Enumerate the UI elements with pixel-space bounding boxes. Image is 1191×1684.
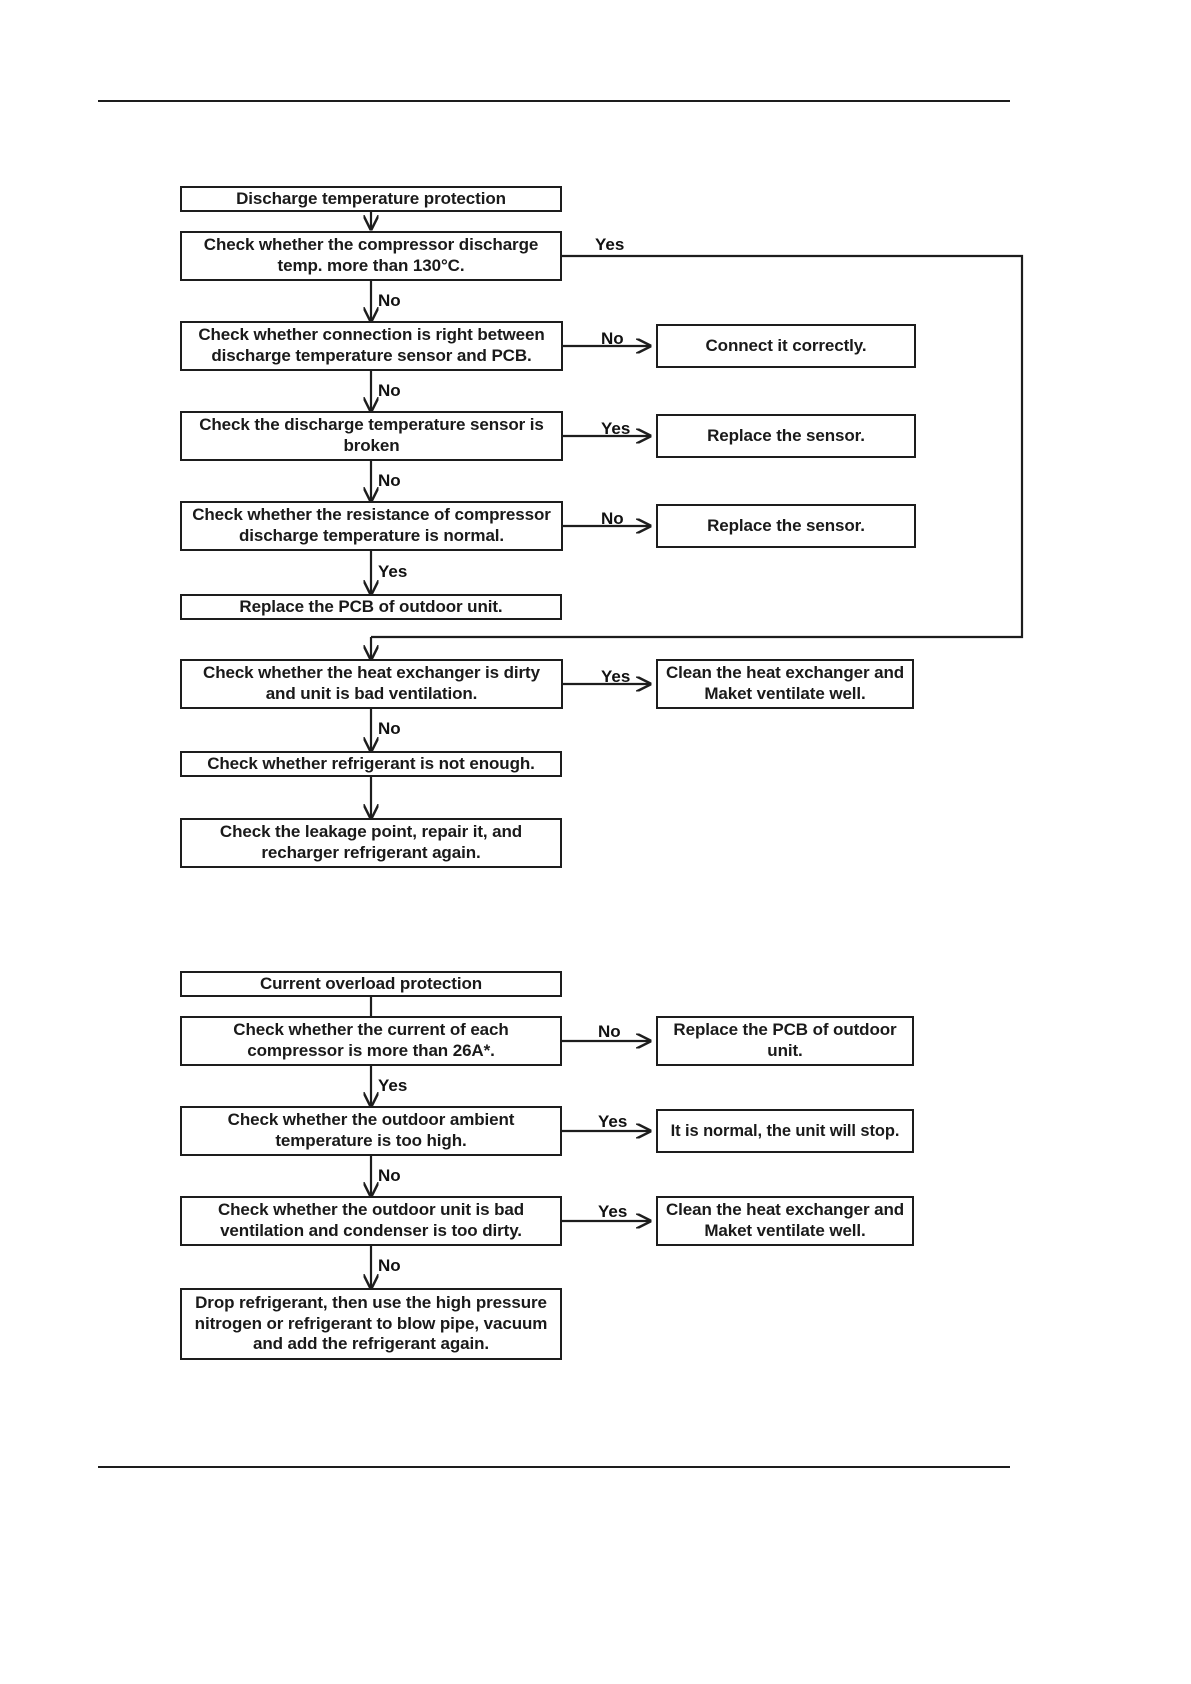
node-current-overload-start: Current overload protection (180, 971, 562, 997)
edge-label-resistance-no: No (601, 509, 624, 528)
edge-label-current-no: No (598, 1022, 621, 1041)
edge-label-temp-no: No (378, 291, 401, 310)
edge-label-ambient-yes: Yes (598, 1112, 628, 1131)
edge-label-ventilation-yes: Yes (598, 1202, 628, 1221)
header-rule (98, 100, 1010, 102)
node-clean-heat-exchanger-2: Clean the heat exchanger and Maket venti… (656, 1196, 914, 1246)
node-discharge-protection-start: Discharge temperature protection (180, 186, 562, 212)
node-clean-heat-exchanger-1: Clean the heat exchanger and Maket venti… (656, 659, 914, 709)
node-check-heat-exchanger-dirty: Check whether the heat exchanger is dirt… (180, 659, 563, 709)
node-replace-pcb-outdoor-1: Replace the PCB of outdoor unit. (180, 594, 562, 620)
edge-label-connection-no-down: No (378, 381, 401, 400)
footer-rule (98, 1466, 1010, 1468)
node-replace-sensor-1: Replace the sensor. (656, 414, 916, 458)
node-check-ambient-temp: Check whether the outdoor ambient temper… (180, 1106, 562, 1156)
node-replace-pcb-outdoor-2: Replace the PCB of outdoor unit. (656, 1016, 914, 1066)
node-replace-sensor-2: Replace the sensor. (656, 504, 916, 548)
edge-label-connection-no-right: No (601, 329, 624, 348)
node-check-sensor-broken: Check the discharge temperature sensor i… (180, 411, 563, 461)
node-check-outdoor-ventilation: Check whether the outdoor unit is bad ve… (180, 1196, 562, 1246)
edge-label-ambient-no: No (378, 1166, 401, 1185)
node-drop-refrigerant: Drop refrigerant, then use the high pres… (180, 1288, 562, 1360)
node-check-resistance: Check whether the resistance of compress… (180, 501, 563, 551)
edge-label-ventilation-no: No (378, 1256, 401, 1275)
node-check-compressor-current: Check whether the current of each compre… (180, 1016, 562, 1066)
edge-label-broken-yes: Yes (601, 419, 631, 438)
edge-label-resistance-yes: Yes (378, 562, 408, 581)
node-check-leakage-point: Check the leakage point, repair it, and … (180, 818, 562, 868)
node-unit-will-stop: It is normal, the unit will stop. (656, 1109, 914, 1153)
node-connect-correctly: Connect it correctly. (656, 324, 916, 368)
node-check-refrigerant-enough: Check whether refrigerant is not enough. (180, 751, 562, 777)
node-check-connection: Check whether connection is right betwee… (180, 321, 563, 371)
edge-label-hx-no: No (378, 719, 401, 738)
edge-label-hx-yes: Yes (601, 667, 631, 686)
edge-label-current-yes: Yes (378, 1076, 408, 1095)
edge-label-broken-no: No (378, 471, 401, 490)
edge-label-temp-yes: Yes (595, 235, 625, 254)
node-check-discharge-temp: Check whether the compressor discharge t… (180, 231, 562, 281)
